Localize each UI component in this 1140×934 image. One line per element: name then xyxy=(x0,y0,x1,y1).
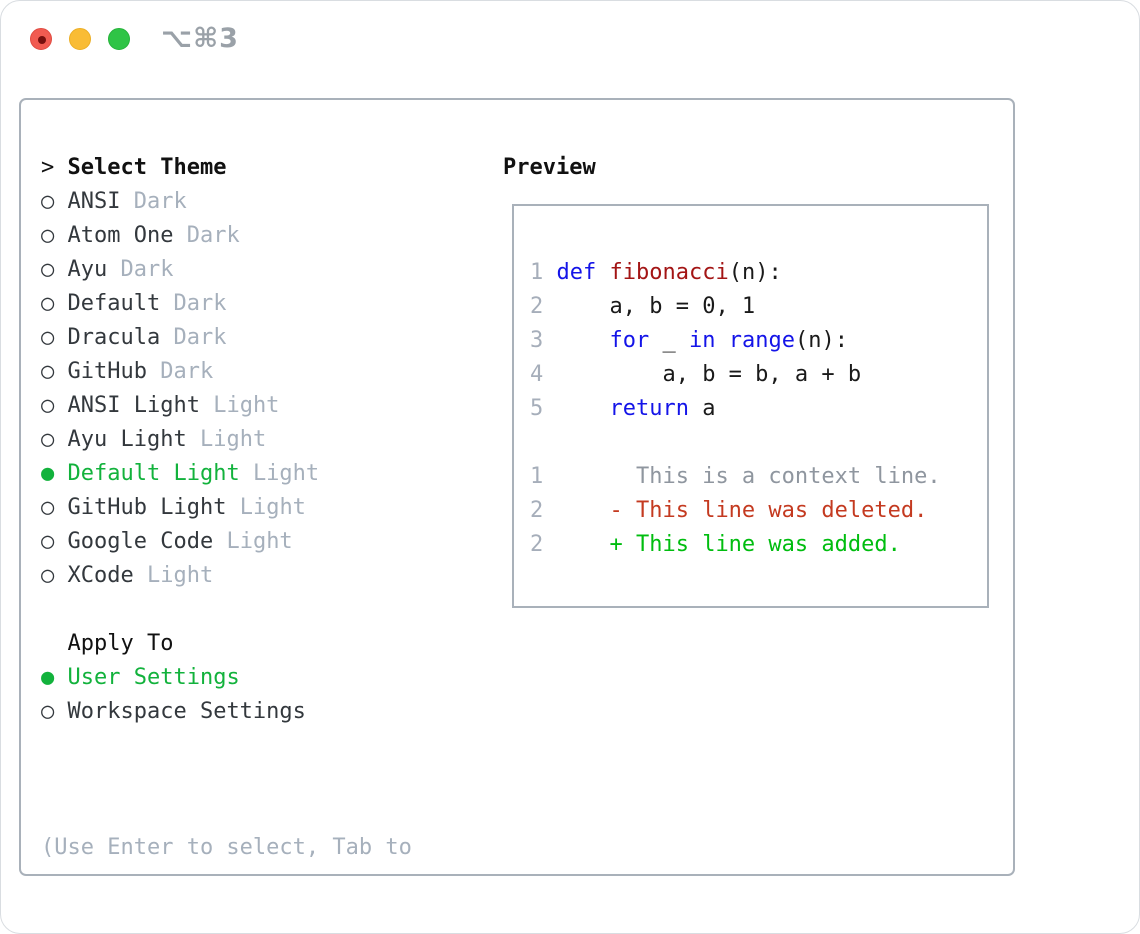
theme-name: Ayu Light xyxy=(67,427,187,452)
code-line: 1 def fibonacci(n): xyxy=(530,260,782,285)
theme-variant-label: Dark xyxy=(133,189,187,214)
theme-variant-label: Dark xyxy=(173,325,227,350)
apply-to-options-list: ● User Settings○ Workspace Settings xyxy=(41,661,481,729)
theme-option-google-code[interactable]: ○ Google Code Light xyxy=(41,525,481,559)
theme-name: Ayu xyxy=(67,257,108,282)
theme-option-xcode[interactable]: ○ XCode Light xyxy=(41,559,481,593)
window-shortcut-label: ⌥⌘3 xyxy=(161,23,239,54)
code-line: 5 return a xyxy=(530,396,716,421)
theme-variant-label: Light xyxy=(199,427,267,452)
theme-variant-label: Light xyxy=(213,393,280,418)
code-line: 2 a, b = 0, 1 xyxy=(530,294,756,319)
keyboard-hint: (Use Enter to select, Tab to change focu… xyxy=(41,763,481,933)
spacer xyxy=(41,593,481,627)
minimize-button[interactable] xyxy=(69,28,91,50)
theme-name: Dracula xyxy=(67,325,161,350)
apply-option-user-settings[interactable]: ● User Settings xyxy=(41,661,481,695)
preview-pane: 1 def fibonacci(n): 2 a, b = 0, 1 3 for _ … xyxy=(512,204,989,608)
radio-unselected-icon: ○ xyxy=(41,325,55,350)
theme-name: GitHub xyxy=(67,359,147,384)
theme-option-github[interactable]: ○ GitHub Dark xyxy=(41,355,481,389)
apply-to-heading: Apply To xyxy=(67,631,174,656)
theme-list-column: > Select Theme ○ ANSI Dark○ Atom One Dar… xyxy=(41,151,481,933)
code-line: 1 This is a context line. xyxy=(530,464,941,489)
radio-selected-icon: ● xyxy=(41,665,55,690)
radio-unselected-icon: ○ xyxy=(41,189,55,214)
title-bar: ⌥⌘3 xyxy=(1,1,1139,77)
theme-settings-panel: > Select Theme ○ ANSI Dark○ Atom One Dar… xyxy=(19,98,1015,876)
cursor-marker: > xyxy=(41,155,55,180)
zoom-button[interactable] xyxy=(108,28,130,50)
code-line: 2 + This line was added. xyxy=(530,532,901,557)
code-line: 2 - This line was deleted. xyxy=(530,498,928,523)
theme-variant-label: Dark xyxy=(120,257,174,282)
apply-option-label: User Settings xyxy=(67,665,240,690)
theme-option-ansi-light[interactable]: ○ ANSI Light Light xyxy=(41,389,481,423)
theme-name: XCode xyxy=(67,563,134,588)
code-blank-line xyxy=(530,426,979,460)
theme-option-dracula[interactable]: ○ Dracula Dark xyxy=(41,321,481,355)
preview-heading: Preview xyxy=(503,155,596,180)
radio-selected-icon: ● xyxy=(41,461,55,486)
radio-unselected-icon: ○ xyxy=(41,393,55,418)
theme-option-atom-one[interactable]: ○ Atom One Dark xyxy=(41,219,481,253)
theme-option-ayu[interactable]: ○ Ayu Dark xyxy=(41,253,481,287)
radio-unselected-icon: ○ xyxy=(41,699,55,724)
radio-unselected-icon: ○ xyxy=(41,495,55,520)
theme-variant-label: Light xyxy=(252,461,320,486)
theme-variant-label: Light xyxy=(239,495,306,520)
theme-name: GitHub Light xyxy=(67,495,227,520)
theme-option-ansi[interactable]: ○ ANSI Dark xyxy=(41,185,481,219)
spacer xyxy=(41,729,481,763)
theme-option-ayu-light[interactable]: ○ Ayu Light Light xyxy=(41,423,481,457)
theme-name: ANSI xyxy=(67,189,121,214)
close-button[interactable] xyxy=(30,28,52,50)
theme-option-default-light[interactable]: ● Default Light Light xyxy=(41,457,481,491)
theme-variant-label: Dark xyxy=(160,359,214,384)
select-theme-title: Select Theme xyxy=(67,155,227,180)
select-theme-header: > Select Theme xyxy=(41,151,481,185)
theme-variant-label: Light xyxy=(226,529,293,554)
radio-unselected-icon: ○ xyxy=(41,291,55,316)
radio-unselected-icon: ○ xyxy=(41,563,55,588)
radio-unselected-icon: ○ xyxy=(41,427,55,452)
apply-option-workspace-settings[interactable]: ○ Workspace Settings xyxy=(41,695,481,729)
radio-unselected-icon: ○ xyxy=(41,529,55,554)
code-preview: 1 def fibonacci(n): 2 a, b = 0, 1 3 for _ … xyxy=(530,256,979,562)
radio-unselected-icon: ○ xyxy=(41,359,55,384)
radio-unselected-icon: ○ xyxy=(41,257,55,282)
theme-option-default[interactable]: ○ Default Dark xyxy=(41,287,481,321)
code-line: 4 a, b = b, a + b xyxy=(530,362,862,387)
theme-options-list: ○ ANSI Dark○ Atom One Dark○ Ayu Dark○ De… xyxy=(41,185,481,593)
theme-name: Default xyxy=(67,291,161,316)
theme-name: ANSI Light xyxy=(67,393,200,418)
theme-variant-label: Dark xyxy=(186,223,240,248)
theme-name: Atom One xyxy=(67,223,174,248)
hint-line-1: (Use Enter to select, Tab to xyxy=(41,835,412,860)
close-dot-icon xyxy=(38,36,46,44)
theme-variant-label: Dark xyxy=(173,291,227,316)
theme-variant-label: Light xyxy=(146,563,214,588)
theme-option-github-light[interactable]: ○ GitHub Light Light xyxy=(41,491,481,525)
radio-unselected-icon: ○ xyxy=(41,223,55,248)
theme-name: Google Code xyxy=(67,529,214,554)
apply-option-label: Workspace Settings xyxy=(67,699,306,724)
code-line: 3 for _ in range(n): xyxy=(530,328,848,353)
theme-name: Default Light xyxy=(67,461,240,486)
